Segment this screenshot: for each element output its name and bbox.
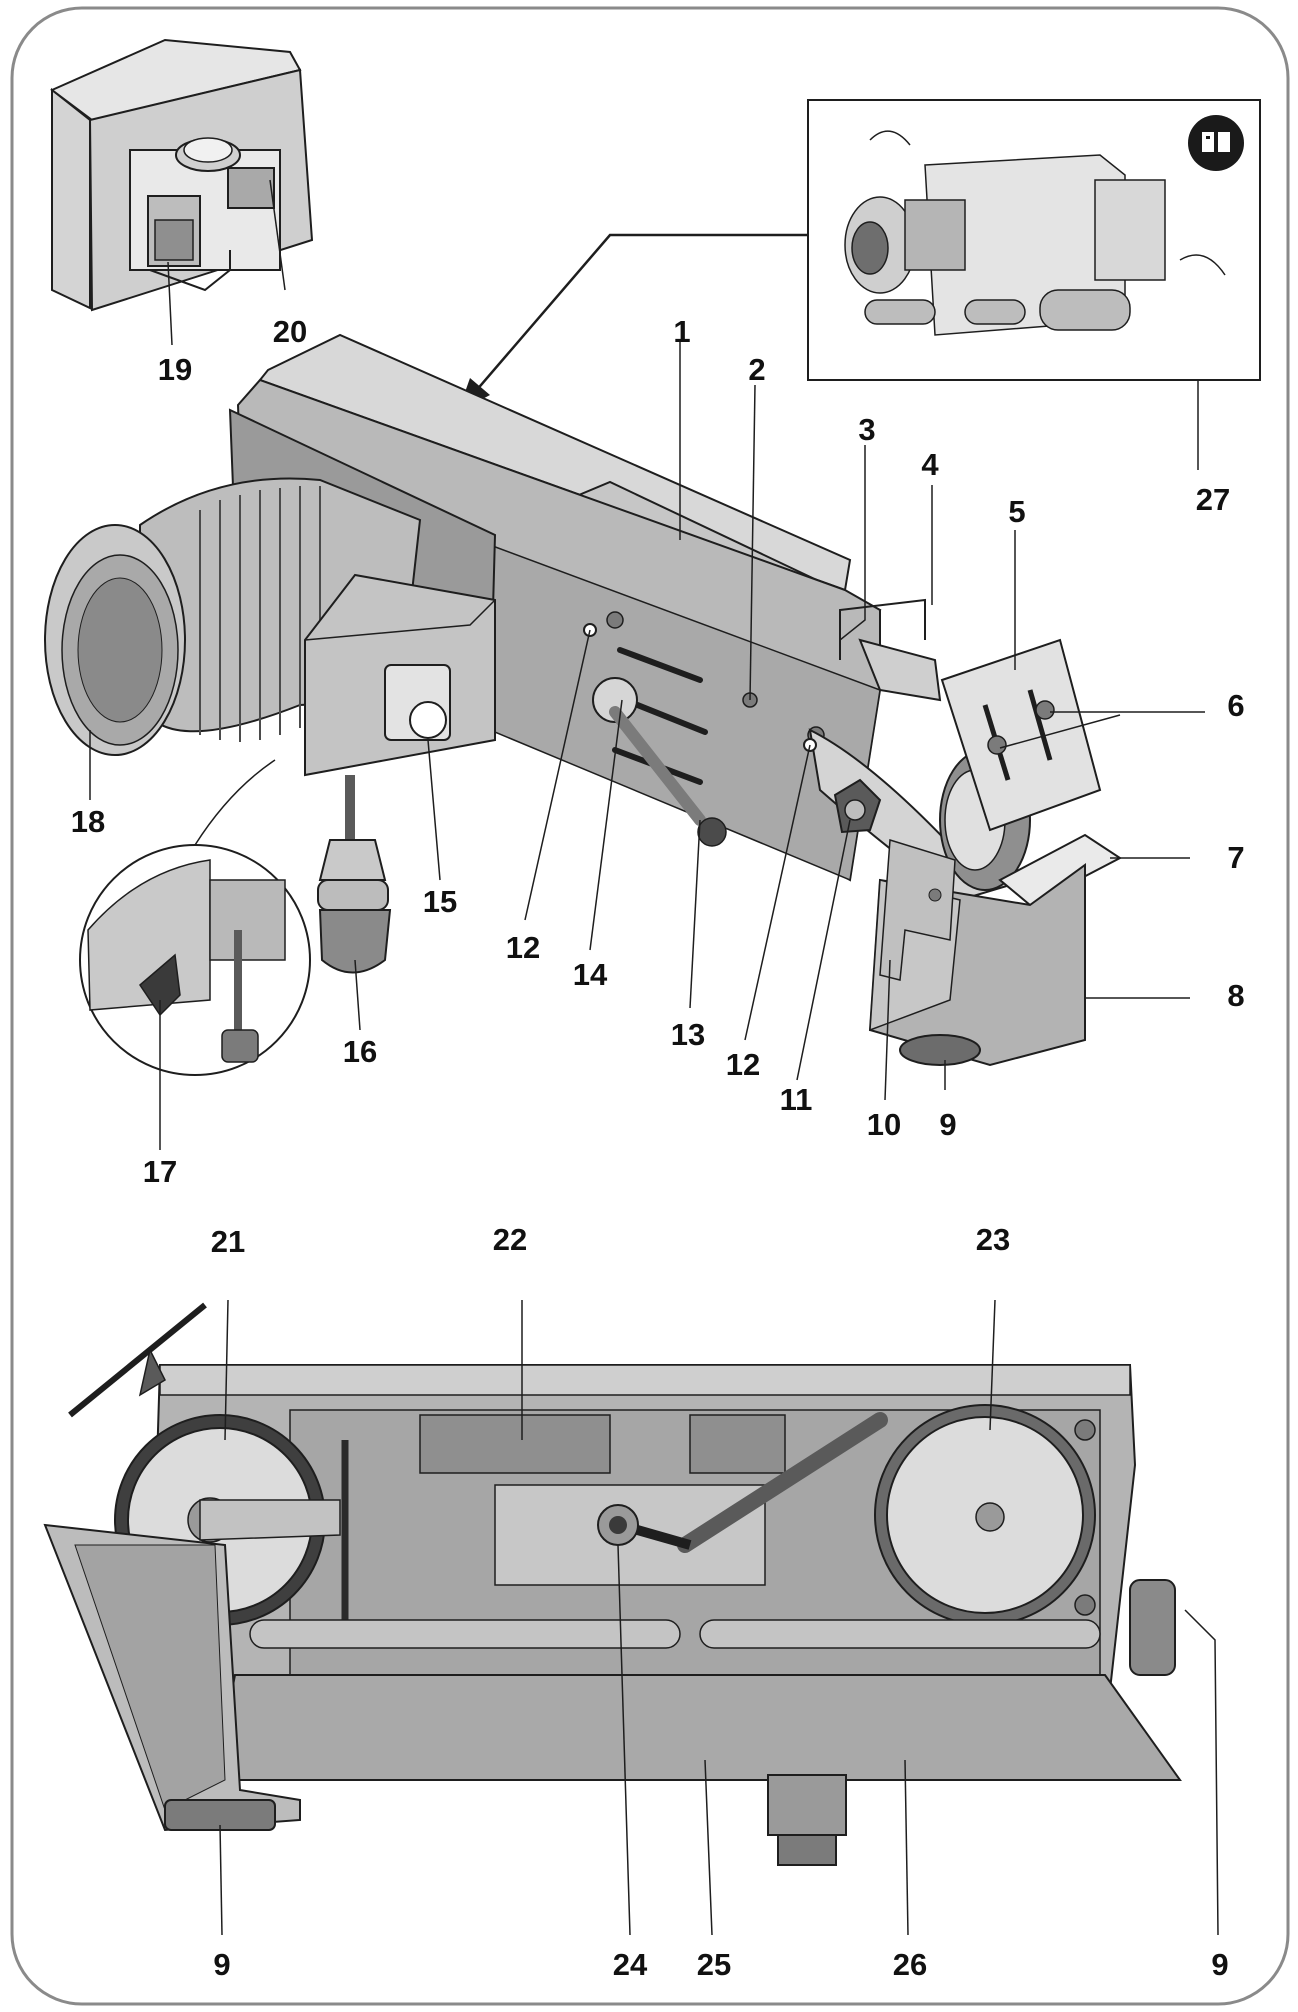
callout-7: 7 bbox=[1227, 840, 1244, 875]
leader-20 bbox=[269, 179, 286, 291]
callout-2: 2 bbox=[748, 352, 765, 387]
leader-19 bbox=[167, 261, 173, 346]
callout-16: 16 bbox=[343, 1034, 377, 1069]
callout-9-left: 9 bbox=[213, 1947, 230, 1982]
callout-3: 3 bbox=[858, 412, 875, 447]
machine-open-view bbox=[43, 1299, 1219, 1936]
callout-23: 23 bbox=[976, 1222, 1010, 1257]
belt-change-inset bbox=[807, 99, 1261, 470]
callout-9-upper: 9 bbox=[939, 1107, 956, 1142]
callout-24: 24 bbox=[613, 1947, 648, 1982]
callout-25: 25 bbox=[697, 1947, 731, 1982]
callout-26: 26 bbox=[893, 1947, 927, 1982]
callout-19: 19 bbox=[158, 352, 192, 387]
callout-4: 4 bbox=[921, 447, 939, 482]
leader-lines-upper bbox=[89, 342, 1205, 1150]
callout-10: 10 bbox=[867, 1107, 901, 1142]
callout-20: 20 bbox=[273, 314, 307, 349]
callout-5: 5 bbox=[1008, 494, 1025, 529]
pointer-arrow bbox=[474, 233, 808, 393]
callout-12-right: 12 bbox=[726, 1047, 760, 1082]
machine-front-view bbox=[44, 333, 1122, 1067]
callout-13: 13 bbox=[671, 1017, 705, 1052]
callout-11: 11 bbox=[780, 1082, 813, 1117]
callout-18: 18 bbox=[71, 804, 105, 839]
callout-21: 21 bbox=[211, 1224, 245, 1259]
callout-12-left: 12 bbox=[506, 930, 540, 965]
callout-15: 15 bbox=[423, 884, 457, 919]
callout-1: 1 bbox=[673, 314, 690, 349]
manual-book-icon bbox=[1188, 115, 1244, 171]
callout-6: 6 bbox=[1227, 688, 1244, 723]
callout-22: 22 bbox=[493, 1222, 527, 1257]
callout-17: 17 bbox=[143, 1154, 177, 1189]
switch-detail-inset bbox=[50, 38, 314, 346]
callout-14: 14 bbox=[573, 957, 608, 992]
callout-labels: 1 2 3 4 5 6 7 8 9 10 11 12 13 14 12 15 1… bbox=[71, 314, 1245, 1982]
callout-9-right: 9 bbox=[1211, 1947, 1228, 1982]
screw-detail-zoom bbox=[79, 759, 311, 1076]
callout-8: 8 bbox=[1227, 978, 1244, 1013]
callout-27: 27 bbox=[1196, 482, 1230, 517]
